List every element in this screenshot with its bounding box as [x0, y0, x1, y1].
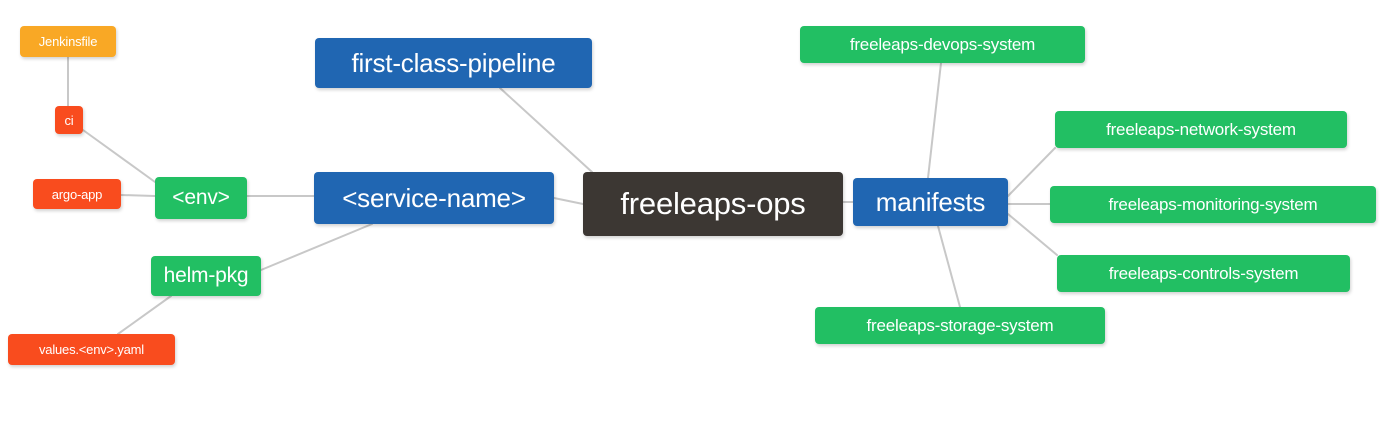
mindmap-node-service[interactable]: <service-name> [314, 172, 554, 224]
mindmap-node-network[interactable]: freeleaps-network-system [1055, 111, 1347, 148]
edge-env-to-argoapp [120, 194, 156, 197]
mindmap-node-monitoring[interactable]: freeleaps-monitoring-system [1050, 186, 1376, 223]
edge-root-to-service [553, 197, 584, 205]
mindmap-node-storage[interactable]: freeleaps-storage-system [815, 307, 1105, 344]
mindmap-node-manifests[interactable]: manifests [853, 178, 1008, 226]
mindmap-node-jenkinsfile[interactable]: Jenkinsfile [20, 26, 116, 57]
mindmap-node-valuesyaml[interactable]: values.<env>.yaml [8, 334, 175, 365]
mindmap-node-pipeline[interactable]: first-class-pipeline [315, 38, 592, 88]
edge-helm-to-valuesyaml [117, 295, 172, 335]
edge-manifests-to-storage [937, 225, 961, 308]
mindmap-node-root[interactable]: freeleaps-ops [583, 172, 843, 236]
edge-root-to-pipeline [499, 87, 593, 173]
mindmap-node-controls[interactable]: freeleaps-controls-system [1057, 255, 1350, 292]
mindmap-node-helm[interactable]: helm-pkg [151, 256, 261, 296]
mindmap-node-argoapp[interactable]: argo-app [33, 179, 121, 209]
mindmap-node-ci[interactable]: ci [55, 106, 83, 134]
edge-manifests-to-devops [927, 62, 942, 179]
mindmap-node-devops[interactable]: freeleaps-devops-system [800, 26, 1085, 63]
edge-env-to-ci [82, 129, 156, 183]
edge-service-to-helm [260, 223, 373, 271]
edge-manifests-to-network [1007, 147, 1056, 197]
mindmap-node-env[interactable]: <env> [155, 177, 247, 219]
